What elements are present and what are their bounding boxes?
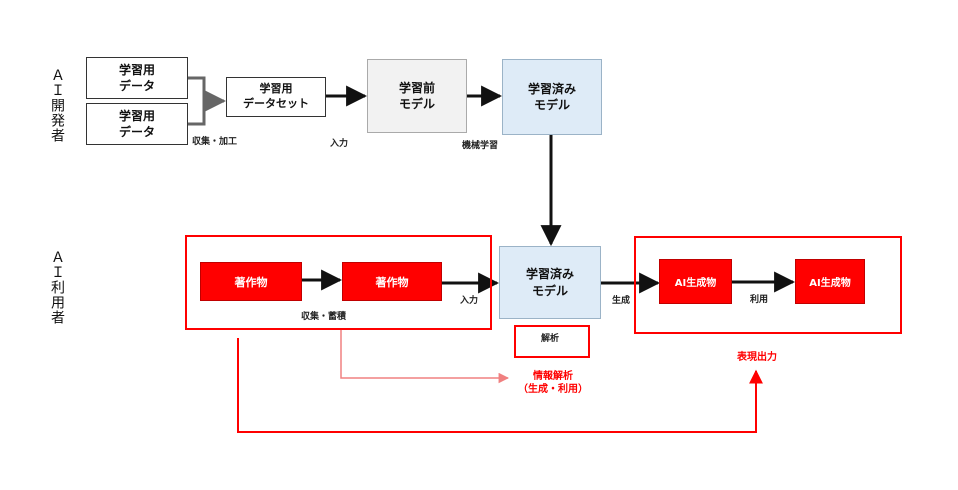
label-expression-output: 表現出力 bbox=[737, 352, 777, 363]
label-machine-learning: 機械学習 bbox=[462, 141, 499, 151]
analysis-frame bbox=[514, 325, 590, 358]
group-label-developer: ＡＩ開発者 bbox=[49, 68, 65, 143]
expression-output-connector bbox=[237, 338, 763, 433]
label-collect-process: 収集・加工 bbox=[192, 137, 238, 147]
ai-generated-box-1: AI生成物 bbox=[659, 259, 732, 304]
copyrighted-work-box-1: 著作物 bbox=[200, 262, 302, 301]
ai-output-group-frame bbox=[634, 236, 902, 334]
merge-connector bbox=[188, 76, 224, 126]
label-collect-store: 収集・蓄積 bbox=[301, 312, 347, 322]
label-analysis: 解析 bbox=[541, 334, 560, 344]
trained-model-box-use: 学習済み モデル bbox=[499, 246, 601, 319]
trained-model-box-dev: 学習済み モデル bbox=[502, 59, 602, 135]
training-data-box-2: 学習用 データ bbox=[86, 103, 188, 145]
label-generate: 生成 bbox=[612, 296, 631, 306]
training-dataset-box: 学習用 データセット bbox=[226, 77, 326, 117]
label-use: 利用 bbox=[750, 295, 769, 305]
group-label-user: ＡＩ利用者 bbox=[49, 250, 65, 325]
label-input-use: 入力 bbox=[460, 296, 479, 306]
copyrighted-work-box-2: 著作物 bbox=[342, 262, 442, 301]
label-info-analysis: 情報解析 （生成・利用） bbox=[518, 371, 588, 395]
label-input-dev: 入力 bbox=[330, 139, 349, 149]
info-analysis-connector bbox=[340, 330, 510, 384]
pre-training-model-box: 学習前 モデル bbox=[367, 59, 467, 133]
ai-generated-box-2: AI生成物 bbox=[795, 259, 865, 304]
training-data-box-1: 学習用 データ bbox=[86, 57, 188, 99]
works-group-frame bbox=[185, 235, 492, 330]
